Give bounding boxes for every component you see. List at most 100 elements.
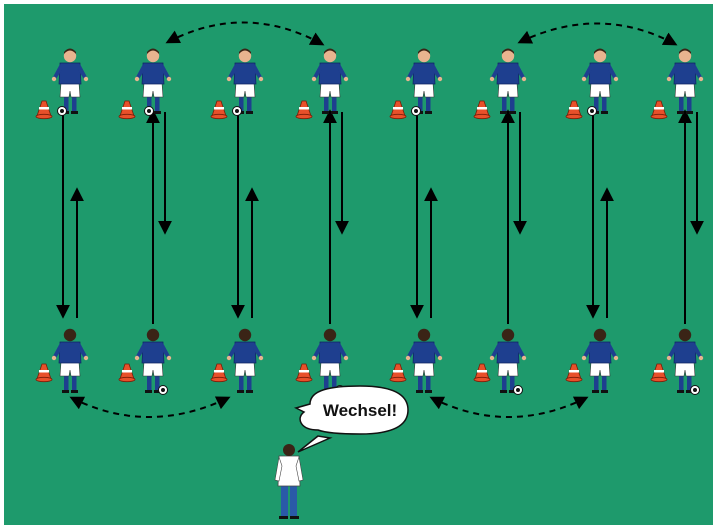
right-boot	[154, 390, 161, 393]
soccer-player-icon	[226, 48, 264, 116]
right-hand	[343, 355, 349, 361]
cone-stripe	[39, 370, 49, 373]
run-arrows	[56, 21, 704, 418]
right-boot	[509, 111, 516, 114]
speech-bubble-icon	[293, 385, 409, 435]
coach-icon	[274, 444, 304, 519]
left-arm	[228, 343, 237, 358]
left-hand	[405, 355, 411, 361]
coach-callout-text: Wechsel!	[323, 401, 397, 420]
left-arm	[491, 64, 500, 79]
jersey	[496, 341, 520, 364]
hair	[324, 48, 336, 54]
cone-base	[295, 376, 313, 383]
left-boot	[237, 390, 244, 393]
left-arm	[491, 343, 500, 358]
hair	[239, 48, 251, 54]
soccer-player-icon	[134, 328, 172, 395]
left-arm	[136, 64, 145, 79]
training-cone-icon	[650, 363, 668, 383]
left-leg	[418, 93, 423, 111]
soccer-ball-icon	[158, 385, 168, 395]
training-cone-icon	[650, 100, 668, 120]
left-boot	[500, 390, 507, 393]
right-arm	[608, 343, 617, 358]
right-boot	[601, 390, 608, 393]
head	[678, 328, 692, 342]
right-arm	[338, 64, 347, 79]
cone-stripe	[477, 107, 487, 110]
training-cone-icon	[473, 363, 491, 383]
shorts	[59, 82, 81, 98]
soccer-player-icon	[311, 48, 349, 114]
right-leg	[687, 93, 692, 111]
left-leg	[324, 93, 329, 111]
jersey	[318, 62, 342, 85]
shorts	[674, 361, 696, 377]
shorts	[589, 82, 611, 98]
soccer-ball-icon	[587, 106, 597, 116]
right-arm	[693, 64, 702, 79]
training-cone-icon	[118, 100, 136, 120]
left-hand	[134, 355, 140, 361]
head	[63, 49, 77, 63]
right-hand	[698, 355, 704, 361]
right-boot	[601, 111, 608, 114]
jersey	[588, 62, 612, 85]
speech-bubble-tail	[297, 435, 333, 453]
soccer-player-icon	[489, 48, 527, 114]
cone-base	[389, 376, 407, 383]
right-hand	[166, 76, 172, 82]
jersey	[496, 62, 520, 85]
right-hand	[343, 76, 349, 82]
hair	[679, 48, 691, 54]
soccer-player-icon	[51, 328, 89, 393]
players	[51, 48, 704, 395]
cone-stripe	[214, 370, 224, 373]
cone-base	[35, 376, 53, 383]
head	[417, 328, 431, 342]
shorts	[142, 82, 164, 98]
left-arm	[53, 64, 62, 79]
soccer-player-icon	[134, 48, 172, 116]
training-cone-icon	[473, 100, 491, 120]
jersey	[141, 62, 165, 85]
right-hand	[613, 76, 619, 82]
left-leg	[594, 93, 599, 111]
right-arm	[432, 64, 441, 79]
cone-base	[565, 376, 583, 383]
cone-stripe	[569, 107, 579, 110]
head	[501, 328, 515, 342]
cone-base	[473, 376, 491, 383]
hair	[147, 48, 159, 54]
jersey	[588, 341, 612, 364]
head	[146, 328, 160, 342]
training-cone-icon	[565, 363, 583, 383]
hair	[594, 48, 606, 54]
coach-right-arm	[295, 456, 304, 482]
cone-stripe	[299, 370, 309, 373]
ball-patch	[60, 109, 64, 113]
left-leg	[679, 93, 684, 111]
left-leg	[679, 372, 684, 390]
jersey	[141, 341, 165, 364]
right-leg	[510, 93, 515, 111]
soccer-player-icon	[51, 48, 89, 116]
right-leg	[510, 372, 515, 390]
head	[238, 49, 252, 63]
ball-patch	[161, 388, 165, 392]
left-leg	[418, 372, 423, 390]
right-leg	[426, 372, 431, 390]
head	[417, 49, 431, 63]
head	[593, 49, 607, 63]
left-boot	[145, 390, 152, 393]
ball-patch	[516, 388, 520, 392]
right-hand	[83, 355, 89, 361]
right-arm	[161, 64, 170, 79]
right-arm	[78, 64, 87, 79]
hair	[502, 48, 514, 54]
ball-patch	[235, 109, 239, 113]
soccer-ball-icon	[690, 385, 700, 395]
right-arm	[693, 343, 702, 358]
